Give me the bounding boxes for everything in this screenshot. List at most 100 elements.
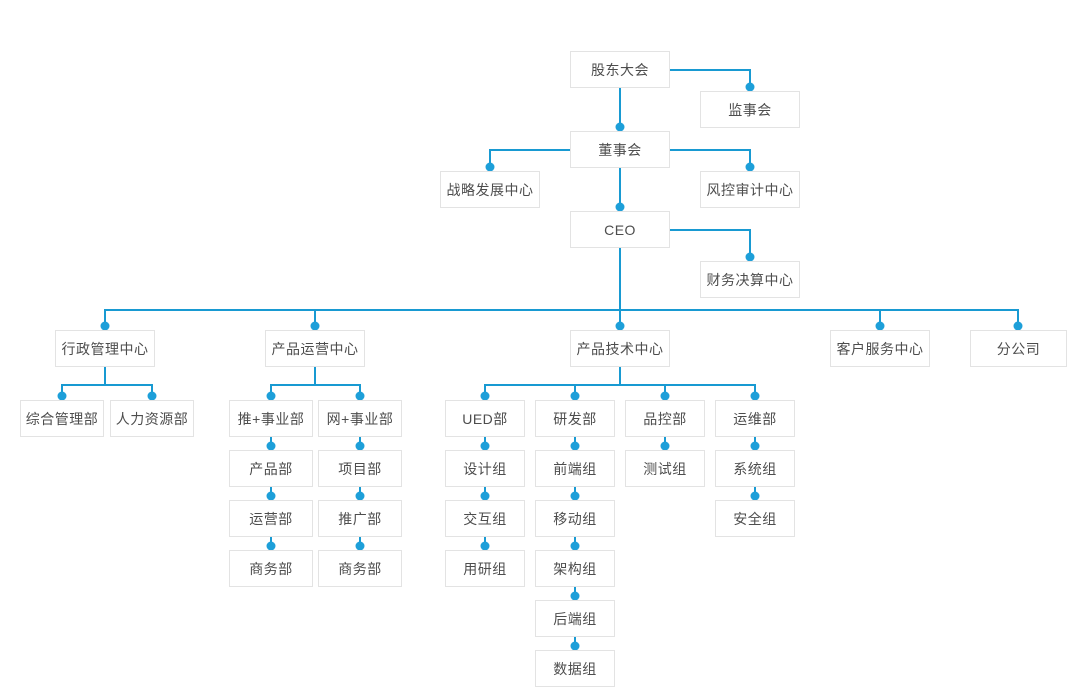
- org-node-label: 用研组: [463, 560, 507, 577]
- org-node-wang-business-dept: 网+事业部: [318, 400, 402, 437]
- org-node-label: 产品运营中心: [271, 340, 359, 357]
- org-node-test-group: 测试组: [625, 450, 705, 487]
- connector-dot: [310, 321, 320, 331]
- connector-dot: [355, 541, 365, 551]
- connector-dot: [745, 162, 755, 172]
- org-node-label: 架构组: [553, 560, 597, 577]
- connector-line: [484, 384, 756, 400]
- connector-line: [670, 69, 751, 91]
- org-node-ued-dept: UED部: [445, 400, 525, 437]
- org-node-system-group: 系统组: [715, 450, 795, 487]
- connector-dot: [750, 391, 760, 401]
- org-node-backend-group: 后端组: [535, 600, 615, 637]
- connector-line: [61, 384, 153, 400]
- connector-dot: [750, 491, 760, 501]
- org-node-label: 网+事业部: [326, 410, 394, 427]
- org-node-customer-service-center: 客户服务中心: [830, 330, 930, 367]
- org-node-operation-dept: 运营部: [229, 500, 313, 537]
- connector-dot: [485, 162, 495, 172]
- org-node-strategy-development-center: 战略发展中心: [440, 171, 540, 208]
- connector-dot: [750, 441, 760, 451]
- connector-dot: [660, 441, 670, 451]
- connector-dot: [480, 391, 490, 401]
- org-node-label: 董事会: [598, 141, 642, 158]
- org-node-label: 综合管理部: [25, 410, 99, 427]
- connector-dot: [615, 122, 625, 132]
- connector-dot: [875, 321, 885, 331]
- org-node-general-management-dept: 综合管理部: [20, 400, 104, 437]
- connector-dot: [266, 541, 276, 551]
- org-node-label: 推+事业部: [237, 410, 305, 427]
- org-node-label: 商务部: [249, 560, 293, 577]
- org-node-label: 安全组: [733, 510, 777, 527]
- org-node-security-group: 安全组: [715, 500, 795, 537]
- connector-dot: [615, 202, 625, 212]
- org-node-financial-settlement-center: 财务决算中心: [700, 261, 800, 298]
- org-node-interaction-group: 交互组: [445, 500, 525, 537]
- org-node-product-technology-center: 产品技术中心: [570, 330, 670, 367]
- connector-dot: [480, 491, 490, 501]
- connector-dot: [266, 491, 276, 501]
- org-node-label: 移动组: [553, 510, 597, 527]
- connector-dot: [480, 541, 490, 551]
- org-node-risk-audit-center: 风控审计中心: [700, 171, 800, 208]
- org-node-label: 运营部: [249, 510, 293, 527]
- org-node-label: 推广部: [338, 510, 382, 527]
- connector-line: [670, 229, 751, 261]
- org-node-label: 战略发展中心: [446, 181, 534, 198]
- org-node-label: 行政管理中心: [61, 340, 149, 357]
- org-node-label: 股东大会: [591, 61, 649, 78]
- org-node-board-of-directors: 董事会: [570, 131, 670, 168]
- connector-dot: [1013, 321, 1023, 331]
- org-node-supervisory-board: 监事会: [700, 91, 800, 128]
- org-node-qc-dept: 品控部: [625, 400, 705, 437]
- org-node-architecture-group: 架构组: [535, 550, 615, 587]
- connector-dot: [570, 641, 580, 651]
- connector-dot: [355, 491, 365, 501]
- connector-dot: [570, 541, 580, 551]
- org-node-label: UED部: [462, 410, 508, 427]
- org-node-business-dept-tui: 商务部: [229, 550, 313, 587]
- org-node-product-operation-center: 产品运营中心: [265, 330, 365, 367]
- connector-dot: [266, 441, 276, 451]
- org-node-label: 前端组: [553, 460, 597, 477]
- connector-line: [489, 149, 570, 171]
- org-node-ceo: CEO: [570, 211, 670, 248]
- connector-dot: [355, 391, 365, 401]
- org-node-product-dept: 产品部: [229, 450, 313, 487]
- org-node-label: 项目部: [338, 460, 382, 477]
- org-node-mobile-group: 移动组: [535, 500, 615, 537]
- org-node-ops-dept: 运维部: [715, 400, 795, 437]
- org-node-label: 品控部: [643, 410, 687, 427]
- org-node-label: 研发部: [553, 410, 597, 427]
- org-node-label: 产品技术中心: [576, 340, 664, 357]
- org-node-user-research-group: 用研组: [445, 550, 525, 587]
- org-node-label: CEO: [604, 221, 636, 238]
- connector-line: [104, 309, 1019, 330]
- org-node-label: 监事会: [728, 101, 772, 118]
- org-node-branch-company: 分公司: [970, 330, 1067, 367]
- org-node-label: 运维部: [733, 410, 777, 427]
- connector-dot: [480, 441, 490, 451]
- org-node-project-dept: 项目部: [318, 450, 402, 487]
- org-node-admin-management-center: 行政管理中心: [55, 330, 155, 367]
- connector-dot: [615, 321, 625, 331]
- connector-line: [270, 384, 361, 400]
- org-node-rd-dept: 研发部: [535, 400, 615, 437]
- connector-dot: [570, 591, 580, 601]
- connector-dot: [745, 252, 755, 262]
- org-node-label: 测试组: [643, 460, 687, 477]
- org-node-label: 分公司: [996, 340, 1041, 357]
- connector-dot: [570, 391, 580, 401]
- org-node-label: 数据组: [553, 660, 597, 677]
- org-node-tui-business-dept: 推+事业部: [229, 400, 313, 437]
- org-node-promotion-dept: 推广部: [318, 500, 402, 537]
- org-node-label: 交互组: [463, 510, 507, 527]
- org-node-label: 后端组: [553, 610, 597, 627]
- connector-dot: [266, 391, 276, 401]
- org-node-label: 人力资源部: [115, 410, 189, 427]
- connector-dot: [570, 441, 580, 451]
- connector-dot: [570, 491, 580, 501]
